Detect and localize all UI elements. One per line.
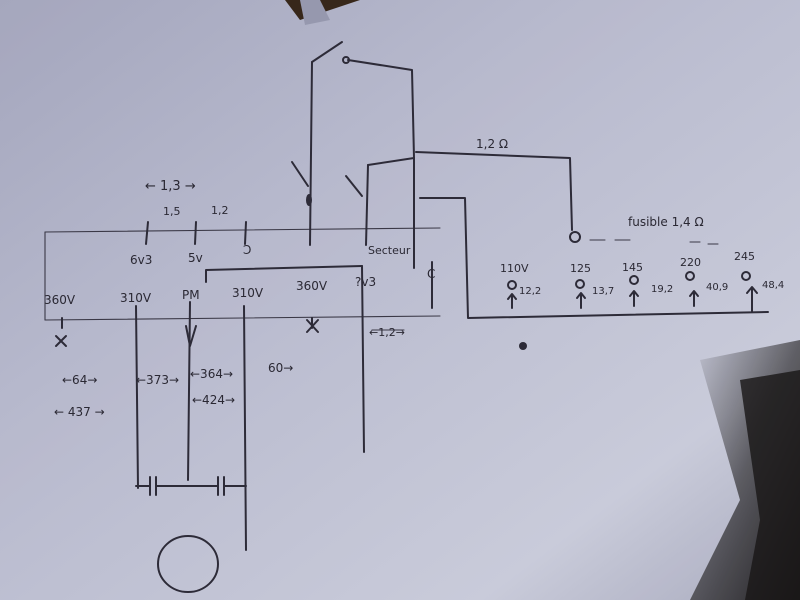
tap-220-value: 40,9: [706, 282, 728, 293]
fusible-label: fusible 1,4 Ω: [628, 215, 704, 229]
value-1-5: 1,5: [163, 205, 181, 218]
tick-5v: [194, 221, 197, 245]
secteur-left-wire: [365, 164, 369, 246]
circle-sketch: [157, 535, 219, 593]
tap-245-value: 48,4: [762, 280, 784, 291]
label-pm: PM: [182, 288, 200, 302]
res-top-label: 1,2 Ω: [476, 137, 508, 151]
tick-d: [244, 221, 247, 245]
tap-145: [629, 275, 639, 307]
wire-310-left: [135, 305, 139, 489]
meas-64: ←64→: [62, 373, 97, 387]
fusible-terminal: [569, 231, 581, 243]
label-310-right: 310V: [232, 286, 264, 300]
tap-220-voltage: 220: [680, 256, 701, 269]
meas-424: ←424→: [192, 393, 235, 407]
ink-spot: [519, 342, 527, 350]
tap-245: [741, 271, 758, 313]
switch-left-wire: [309, 61, 313, 246]
tap-125-value: 13,7: [592, 286, 614, 297]
x-360-left: [55, 335, 67, 347]
label-310-left: 310V: [120, 291, 152, 305]
meas-364: ←364→: [190, 367, 233, 381]
tap-bus: [419, 197, 769, 319]
tick-6v3: [145, 221, 149, 245]
wire-pm: [187, 301, 191, 481]
label-5v: 5v: [188, 251, 203, 265]
paper-fold: [300, 0, 330, 25]
res-top-wire: [415, 151, 573, 231]
arrow-to-secteur: [345, 175, 363, 197]
label-1-2-right: ←1,2→: [369, 326, 405, 339]
tap-145-value: 19,2: [651, 284, 673, 295]
label-c: C: [427, 267, 435, 281]
pm-right-wire: [361, 265, 365, 453]
label-d: Ɔ: [243, 243, 251, 257]
label-360-right: 360V: [296, 279, 328, 293]
tap-125: [575, 279, 586, 309]
label-secteur: Secteur: [368, 244, 411, 257]
wire-310-right: [243, 305, 247, 551]
label-v3: ?v3: [355, 275, 376, 289]
pm-top-wire: [205, 265, 363, 283]
tap-245-voltage: 245: [734, 250, 755, 263]
fusible-dashes-2: [689, 241, 719, 245]
meas-373: ←373→: [136, 373, 179, 387]
meas-60: 60→: [268, 361, 293, 375]
arrow-to-switch: [291, 161, 309, 187]
range-1-3: ← 1,3 →: [145, 179, 196, 194]
hand-shadow-core: [740, 370, 800, 600]
switch-blade: [311, 41, 343, 63]
upper-rail-line: [44, 227, 441, 233]
switch-top-wire: [347, 59, 415, 159]
lower-rail-line: [44, 315, 441, 321]
tap-220: [685, 271, 699, 307]
meas-437: ← 437 →: [54, 405, 105, 419]
capacitors: [135, 476, 247, 496]
label-6v3: 6v3: [130, 253, 152, 267]
tap-110: [507, 280, 517, 309]
secteur-link: [367, 157, 415, 166]
x-360-right: [306, 319, 319, 333]
tap-145-voltage: 145: [622, 261, 643, 274]
label-360-left: 360V: [44, 293, 76, 307]
switch-marker: [306, 194, 312, 206]
value-1-2: 1,2: [211, 204, 229, 217]
tap-125-voltage: 125: [570, 262, 591, 275]
pm-arrow: [185, 325, 197, 347]
tap-110-voltage: 110V: [500, 262, 529, 275]
tap-110-value: 12,2: [519, 286, 541, 297]
